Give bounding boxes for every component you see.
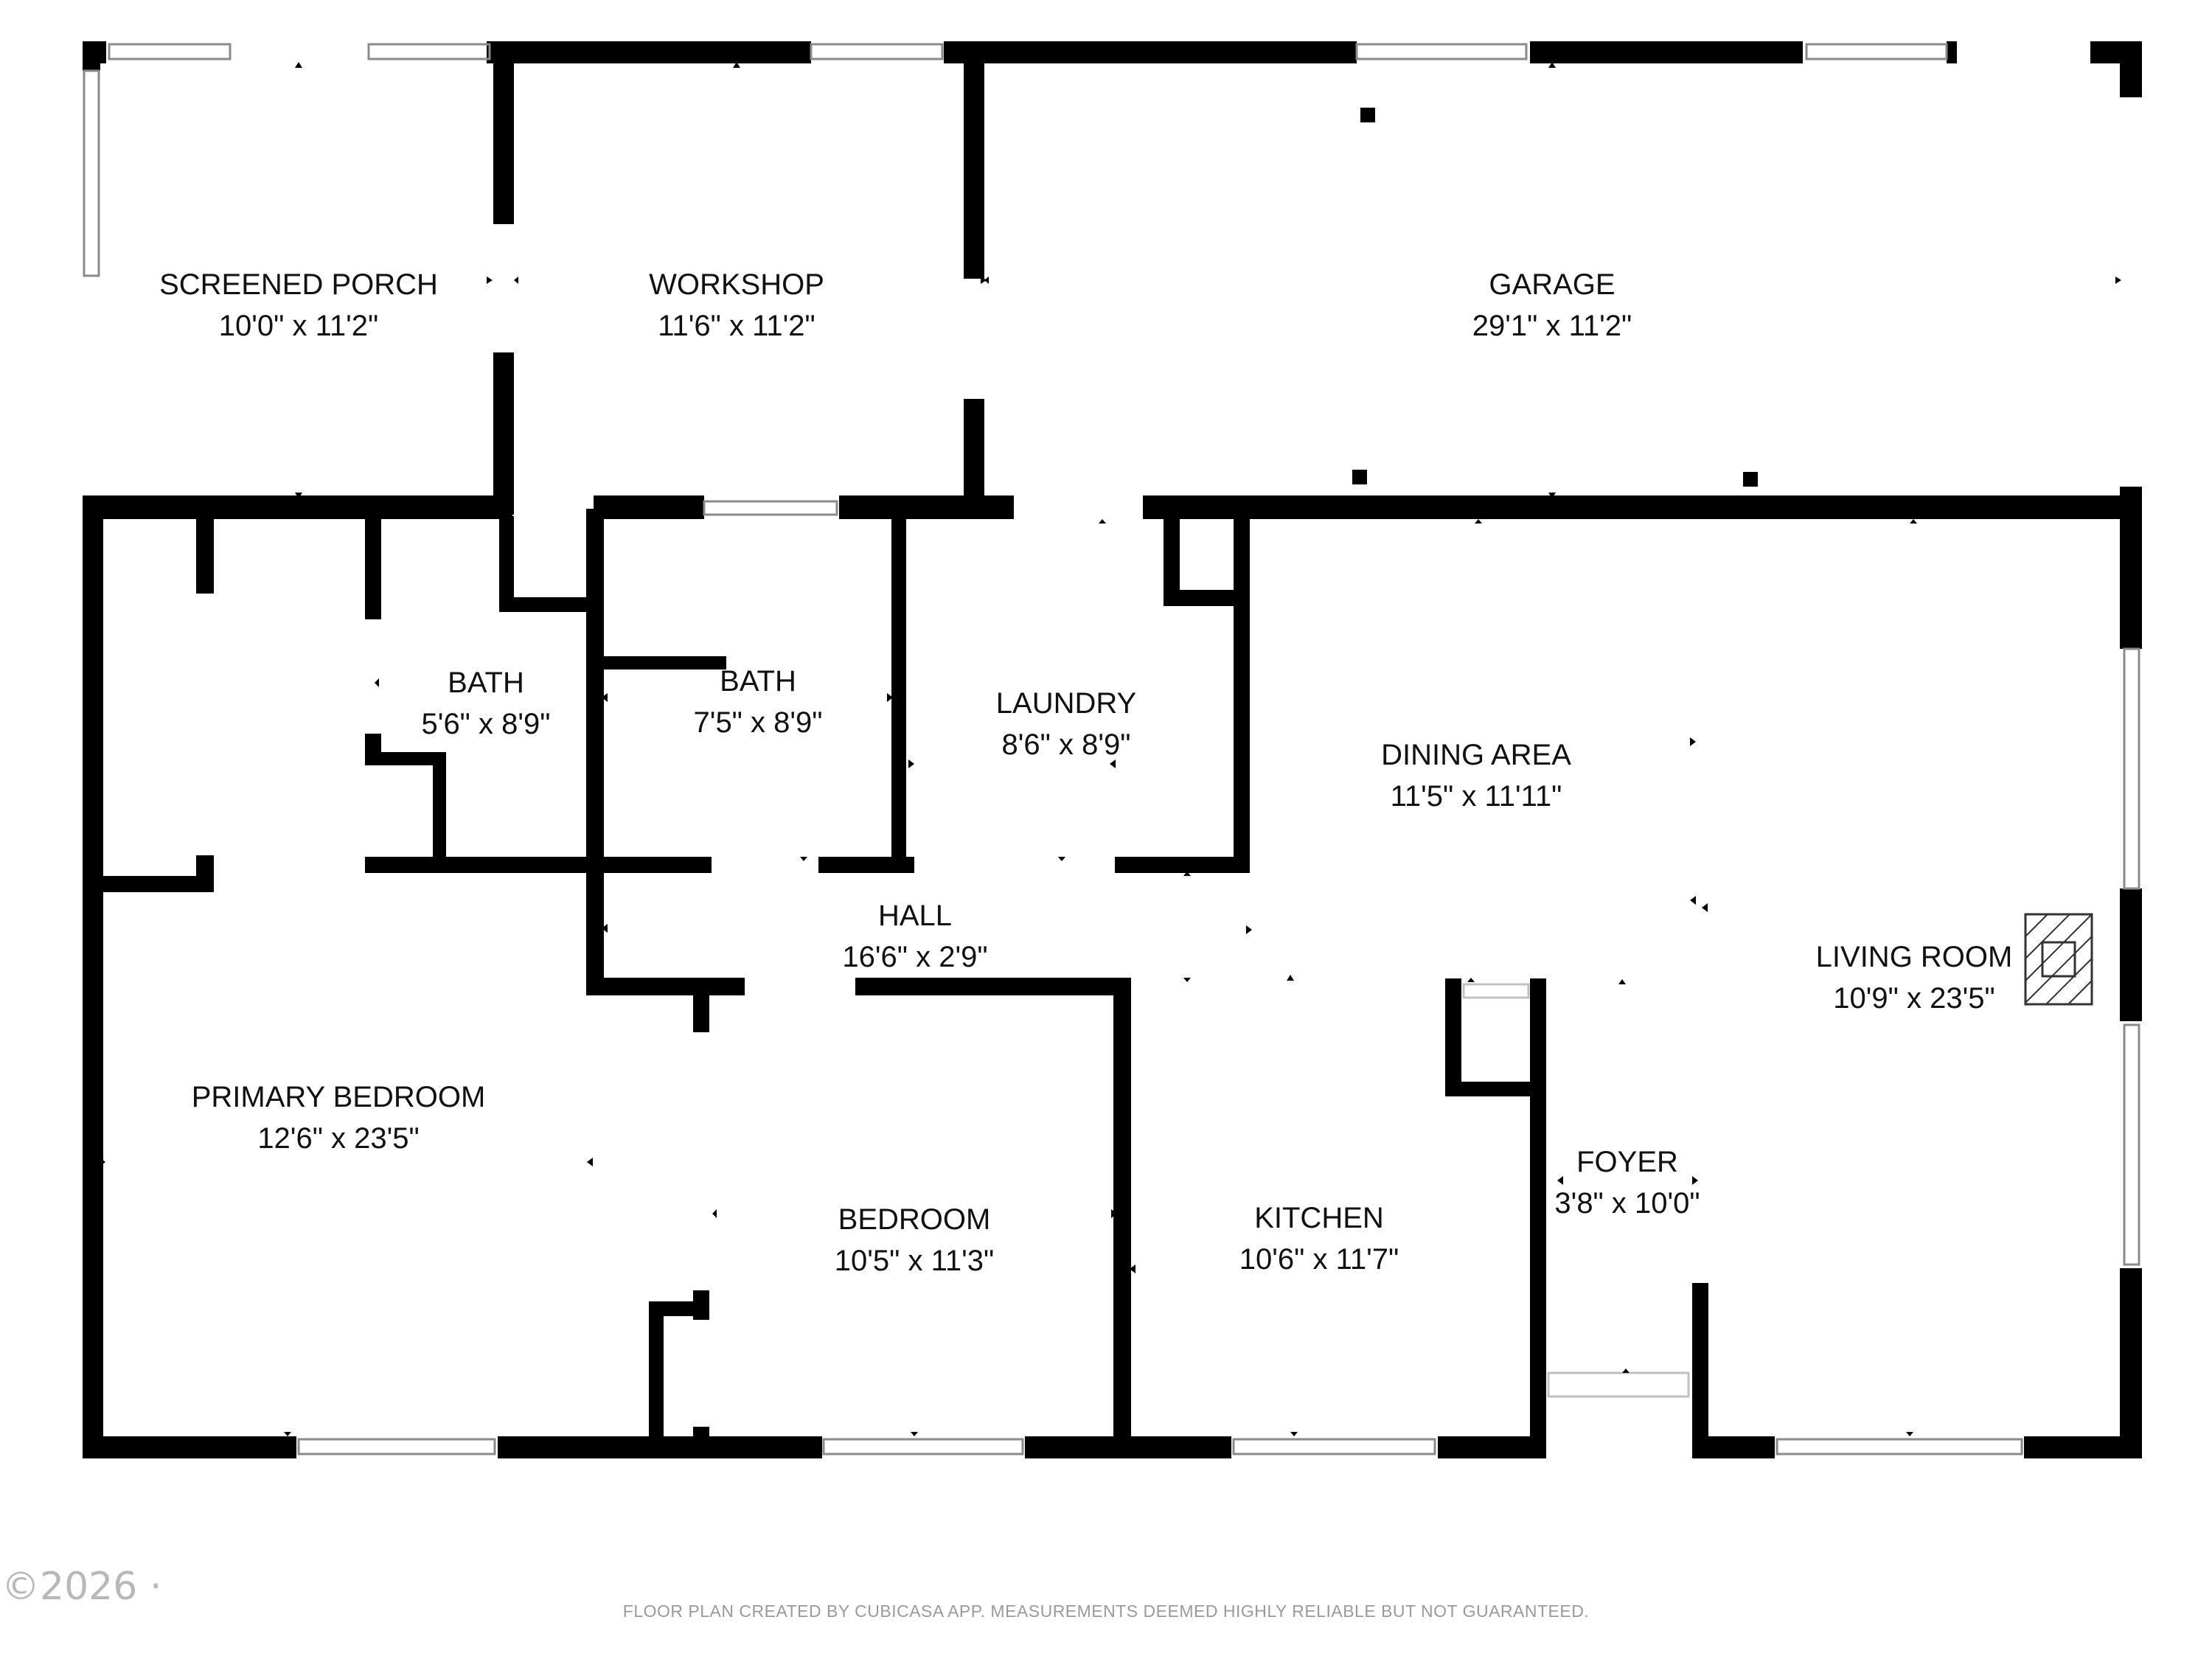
room-label-primary-bedroom: PRIMARY BEDROOM 12'6" x 23'5" xyxy=(192,1077,486,1159)
room-label-kitchen: KITCHEN 10'6" x 11'7" xyxy=(1239,1197,1399,1280)
room-name: BATH xyxy=(448,667,524,699)
windows xyxy=(83,43,2140,1455)
room-dimensions: 11'6" x 11'2" xyxy=(658,310,815,342)
room-dimensions: 29'1" x 11'2" xyxy=(1472,310,1632,342)
room-dimensions: 7'5" x 8'9" xyxy=(693,706,823,739)
walls xyxy=(83,41,2142,1458)
room-dimensions: 11'5" x 11'11" xyxy=(1390,780,1562,813)
room-name: SCREENED PORCH xyxy=(159,268,438,301)
room-dimensions: 16'6" x 2'9" xyxy=(842,941,988,973)
room-name: HALL xyxy=(877,900,953,932)
room-name: WORKSHOP xyxy=(649,268,824,301)
room-name: GARAGE xyxy=(1489,268,1615,301)
room-dimensions: 5'6" x 8'9" xyxy=(421,708,551,740)
room-label-workshop: WORKSHOP 11'6" x 11'2" xyxy=(649,264,824,347)
room-name: KITCHEN xyxy=(1254,1202,1384,1234)
room-name: PRIMARY BEDROOM xyxy=(191,1081,486,1113)
room-name: BATH xyxy=(720,665,796,698)
room-label-laundry: LAUNDRY 8'6" x 8'9" xyxy=(996,683,1136,765)
room-label-bath-1: BATH 5'6" x 8'9" xyxy=(422,662,551,745)
room-dimensions: 10'0" x 11'2" xyxy=(218,310,379,342)
dimension-markers xyxy=(100,62,2121,1436)
room-label-bath-2: BATH 7'5" x 8'9" xyxy=(694,661,823,743)
room-name: FOYER xyxy=(1576,1146,1678,1178)
room-dimensions: 10'9" x 23'5" xyxy=(1833,982,1995,1015)
room-dimensions: 8'6" x 8'9" xyxy=(1001,728,1131,761)
room-label-dining-area: DINING AREA 11'5" x 11'11" xyxy=(1381,734,1571,817)
room-label-bedroom: BEDROOM 10'5" x 11'3" xyxy=(835,1199,994,1281)
room-label-garage: GARAGE 29'1" x 11'2" xyxy=(1472,264,1632,347)
room-dimensions: 10'6" x 11'7" xyxy=(1239,1243,1399,1276)
room-name: DINING AREA xyxy=(1381,739,1571,771)
room-dimensions: 3'8" x 10'0" xyxy=(1554,1187,1700,1220)
fireplace-icon xyxy=(2024,913,2093,1006)
room-label-living-room: LIVING ROOM 10'9" x 23'5" xyxy=(1816,936,2013,1019)
room-name: LAUNDRY xyxy=(995,687,1137,720)
room-label-foyer: FOYER 3'8" x 10'0" xyxy=(1554,1141,1700,1224)
room-name: BEDROOM xyxy=(838,1203,991,1236)
room-dimensions: 10'5" x 11'3" xyxy=(834,1245,995,1277)
footer-disclaimer: FLOOR PLAN CREATED BY CUBICASA APP. MEAS… xyxy=(622,1601,1590,1621)
copyright-mark: ©2026 · xyxy=(1,1565,162,1609)
room-label-hall: HALL 16'6" x 2'9" xyxy=(842,895,987,978)
room-dimensions: 12'6" x 23'5" xyxy=(257,1122,420,1155)
room-name: LIVING ROOM xyxy=(1815,941,2013,973)
room-label-screened-porch: SCREENED PORCH 10'0" x 11'2" xyxy=(159,264,438,347)
